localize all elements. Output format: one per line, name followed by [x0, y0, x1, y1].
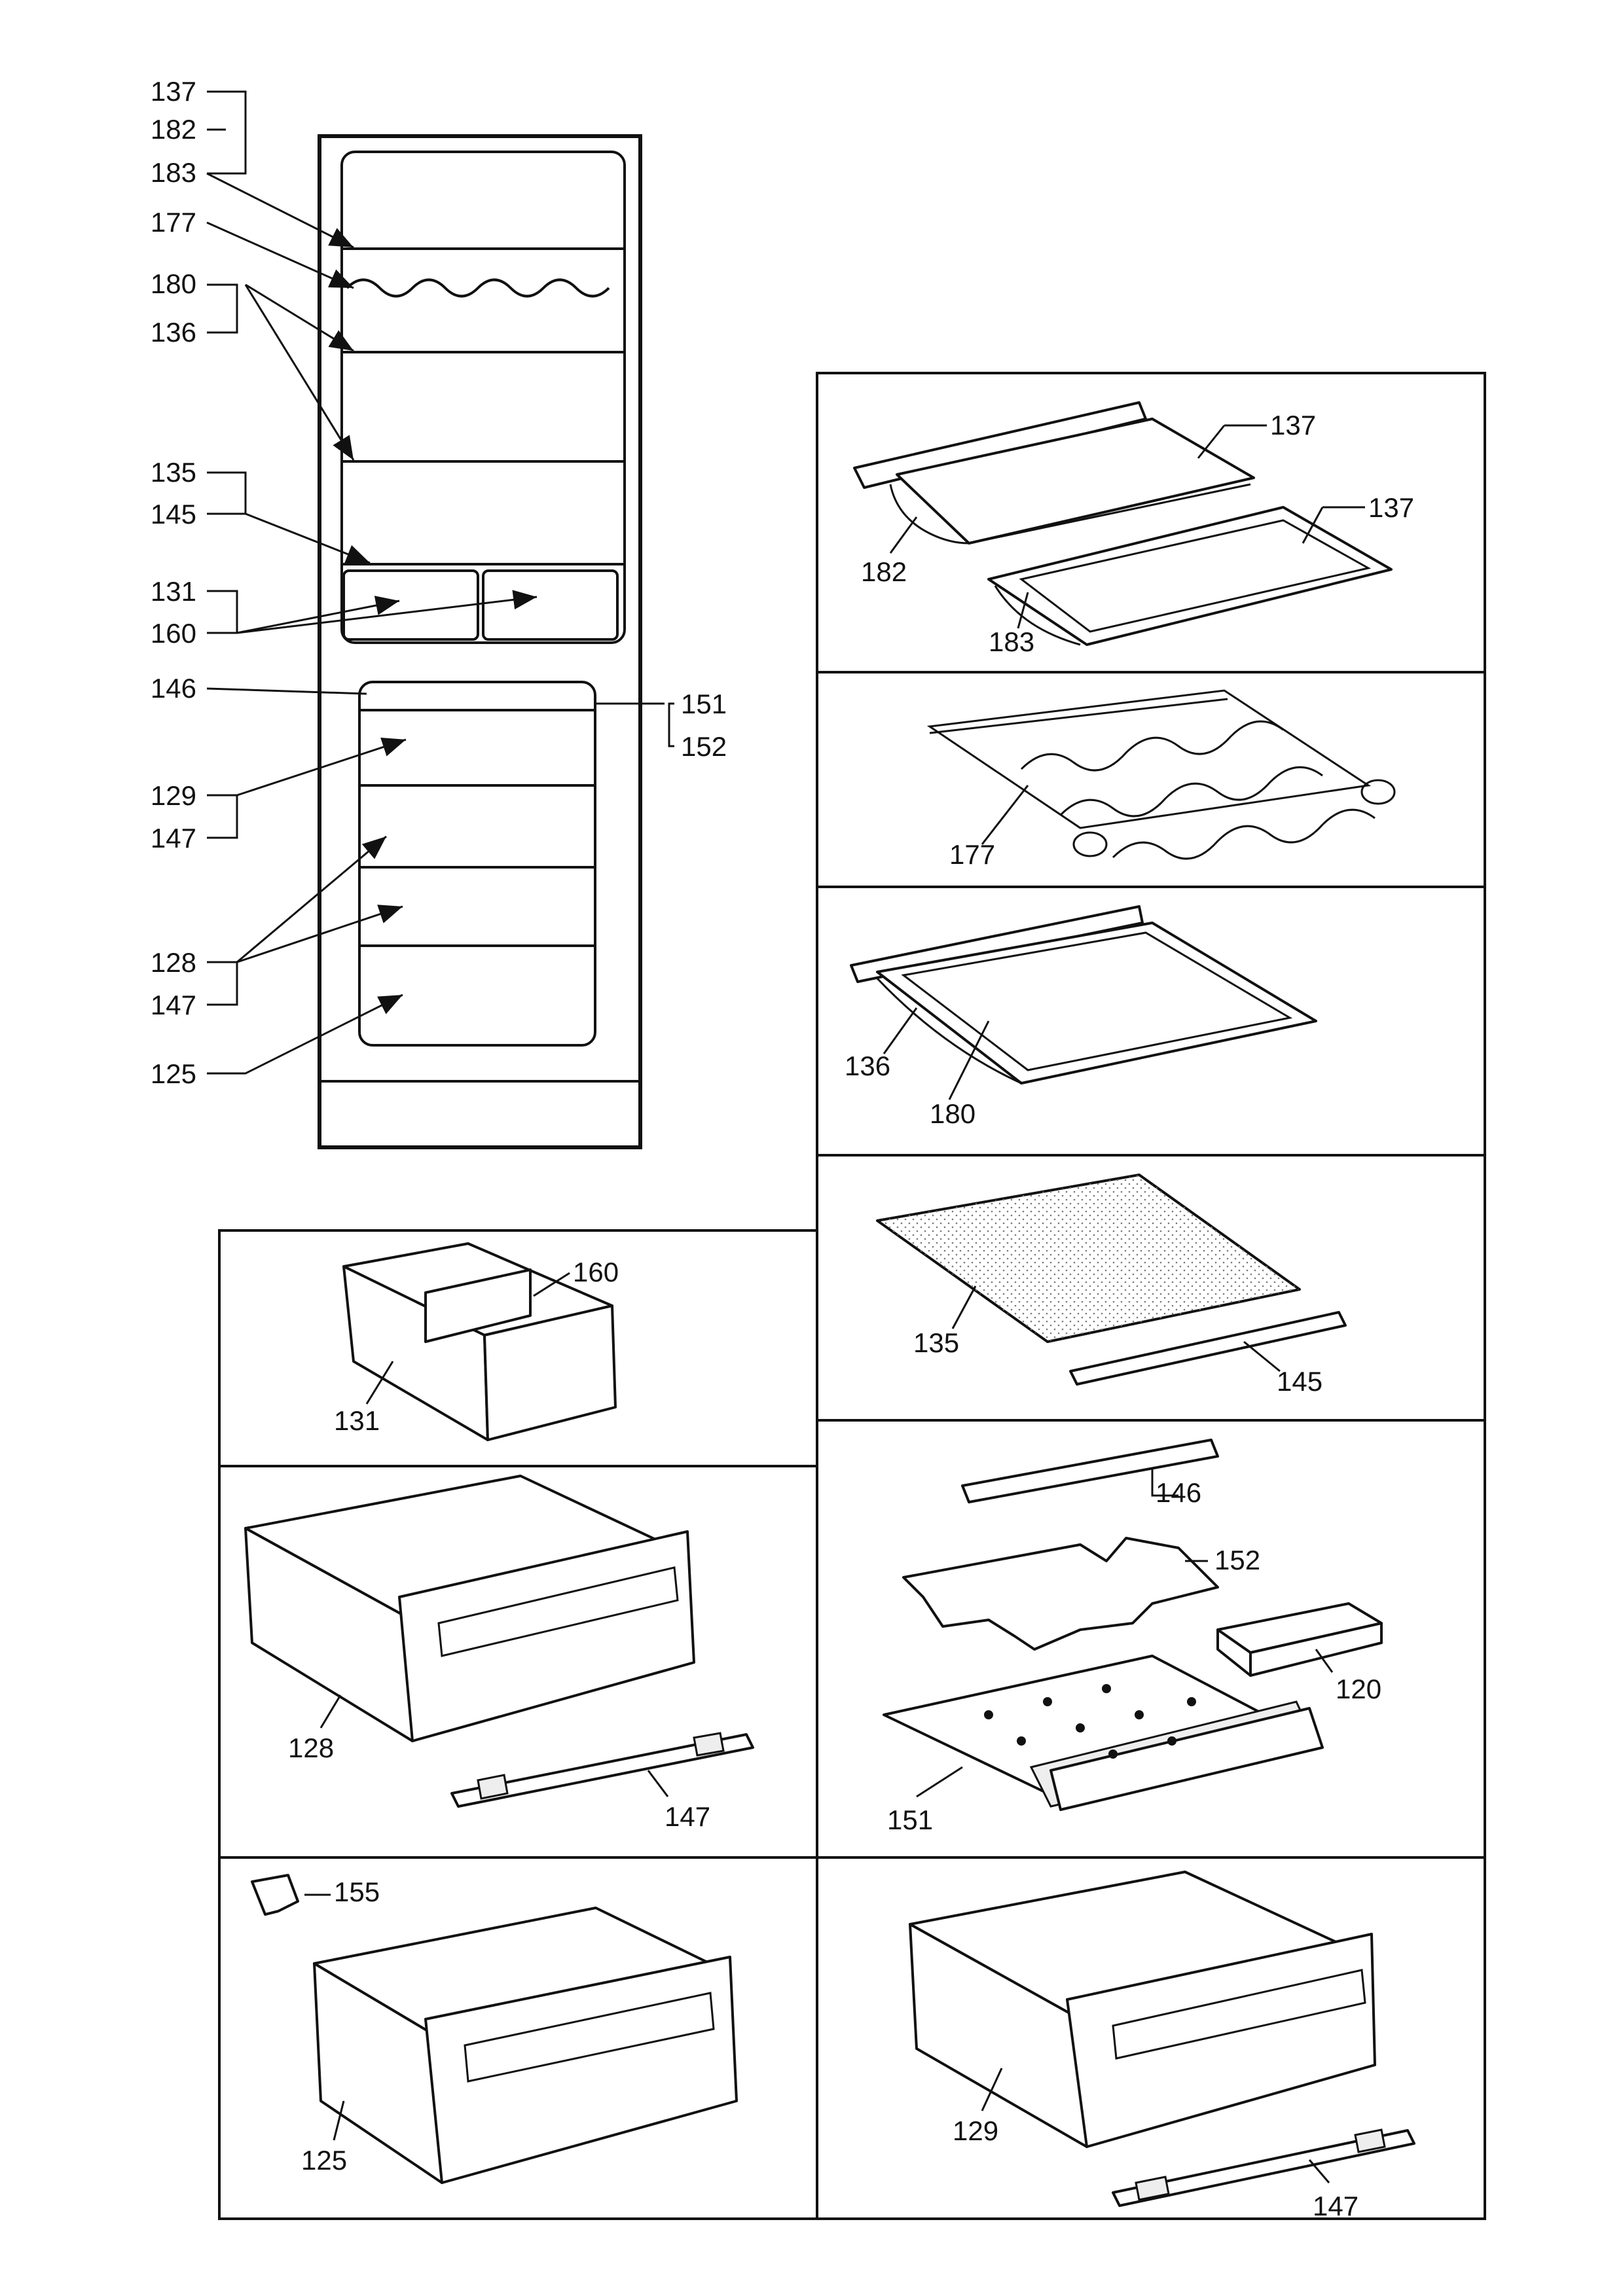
label-128: 128 [288, 1732, 334, 1763]
callout-152: 152 [681, 731, 727, 762]
label-180: 180 [930, 1098, 976, 1129]
label-147-drawer-128: 147 [665, 1801, 710, 1832]
callout-125: 125 [151, 1058, 196, 1089]
callout-145: 145 [151, 499, 196, 529]
callout-137: 137 [151, 76, 196, 107]
label-137-a: 137 [1270, 410, 1316, 440]
label-152: 152 [1214, 1545, 1260, 1575]
fridge-box-left [342, 569, 479, 641]
label-160: 160 [573, 1257, 619, 1287]
panel-shelves: 137 182 137 183 [853, 401, 1414, 657]
label-147-drawer-129: 147 [1313, 2191, 1359, 2221]
fridge-overview: 137 182 183 177 180 136 135 145 131 160 … [151, 76, 727, 1149]
callout-147-lower: 147 [151, 990, 196, 1020]
callout-160: 160 [151, 618, 196, 649]
callout-135: 135 [151, 457, 196, 488]
callout-129: 129 [151, 780, 196, 811]
callout-131: 131 [151, 576, 196, 607]
callout-128: 128 [151, 947, 196, 978]
fridge-box-right [482, 569, 619, 641]
shelf-182 [853, 401, 1255, 545]
label-155: 155 [334, 1876, 380, 1907]
label-182: 182 [861, 556, 907, 587]
callout-183: 183 [151, 157, 196, 188]
label-125: 125 [301, 2145, 347, 2176]
label-131: 131 [334, 1405, 380, 1436]
label-151: 151 [887, 1804, 933, 1835]
label-135: 135 [913, 1327, 959, 1358]
label-129: 129 [953, 2115, 998, 2146]
label-137-b: 137 [1368, 492, 1414, 523]
fridge-compartment [340, 151, 626, 644]
panel-frames [218, 372, 1486, 2220]
callout-180: 180 [151, 268, 196, 299]
label-145: 145 [1277, 1366, 1322, 1397]
label-177: 177 [949, 839, 995, 870]
callout-146: 146 [151, 673, 196, 704]
label-136: 136 [845, 1050, 890, 1081]
callout-151: 151 [681, 689, 727, 719]
panel-drawer-129: 129 147 [909, 1871, 1415, 2221]
label-146: 146 [1156, 1477, 1201, 1508]
panel-glass-shelf: 136 180 [845, 905, 1317, 1129]
panel-crisper-cover: 135 145 [876, 1174, 1347, 1397]
freezer-compartment [358, 681, 596, 1047]
shelf-183 [987, 506, 1393, 646]
label-183: 183 [989, 626, 1034, 657]
label-120: 120 [1336, 1674, 1381, 1704]
panel-small-box: 160 131 [334, 1242, 619, 1441]
callout-177: 177 [151, 207, 196, 238]
callout-182: 182 [151, 114, 196, 145]
panel-wine-rack: 177 [926, 689, 1396, 870]
panel-freezer-tray: 146 152 120 151 [883, 1439, 1383, 1835]
ice-tray-120 [1216, 1602, 1383, 1677]
fridge-cabinet [318, 134, 642, 1149]
callout-136: 136 [151, 317, 196, 348]
panel-drawer-128: 128 147 [244, 1475, 754, 1832]
panel-drawer-125: 155 125 [251, 1874, 738, 2184]
callout-147: 147 [151, 823, 196, 853]
